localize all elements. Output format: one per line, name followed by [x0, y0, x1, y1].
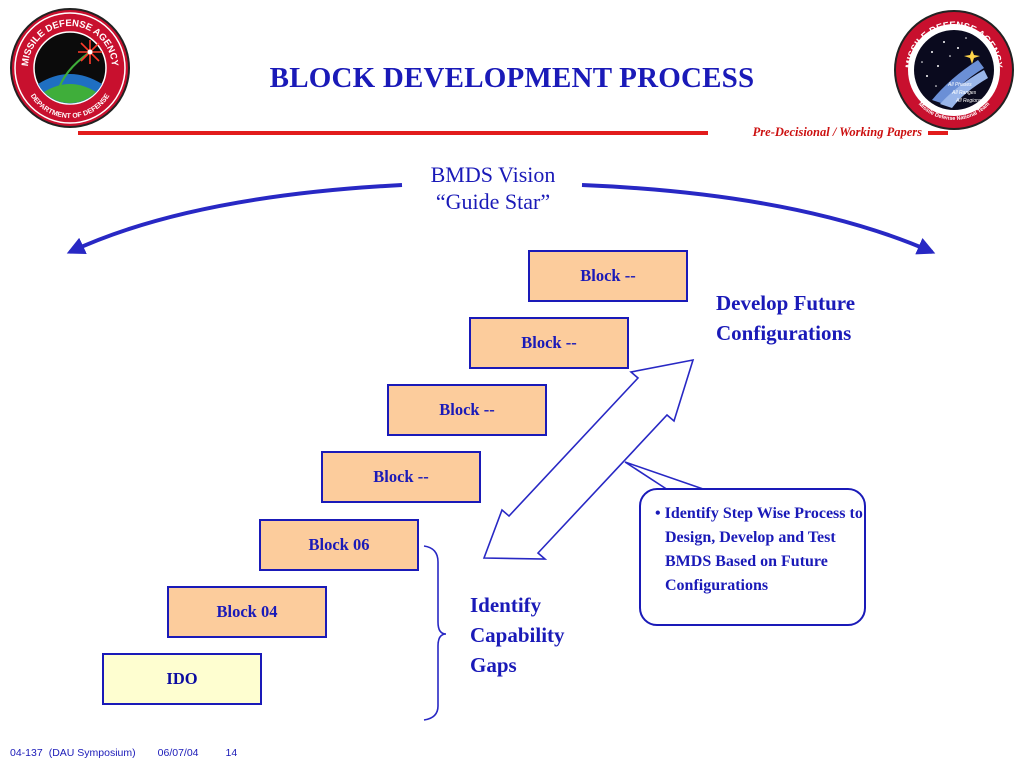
guide-star-arc-left — [66, 183, 403, 255]
footer-doc-id: 04-137 — [10, 747, 43, 759]
classification-label: Pre-Decisional / Working Papers — [752, 125, 922, 139]
footer-date: 06/07/04 — [157, 747, 199, 759]
header-rule-right — [928, 131, 948, 135]
develop-future-line-1: Develop Future — [716, 291, 856, 315]
block-04: Block 04 — [167, 586, 327, 638]
block-ido: IDO — [102, 653, 262, 705]
capability-gaps-brace — [423, 545, 447, 721]
vision-line-2: “Guide Star” — [435, 189, 551, 214]
footer: 04-137 (DAU Symposium) 06/07/04 14 — [10, 747, 237, 759]
header-rule-left — [78, 131, 708, 135]
page-title: BLOCK DEVELOPMENT PROCESS — [269, 62, 755, 94]
block-06: Block 06 — [259, 519, 419, 571]
mda-dod-logo: MISSILE DEFENSE AGENCY DEPARTMENT OF DEF… — [10, 8, 130, 128]
gaps-line-2: Capability — [470, 623, 565, 647]
footer-page-number: 14 — [225, 747, 238, 759]
block-step-7: Block -- — [528, 250, 688, 302]
develop-future-line-2: Configurations — [716, 321, 852, 345]
bmds-vision-label: BMDS Vision “Guide Star” — [380, 161, 606, 215]
gaps-line-3: Gaps — [470, 653, 517, 677]
guide-star-arc-right — [581, 183, 936, 255]
gaps-line-1: Identify — [470, 593, 542, 617]
callout-text: • Identify Step Wise Process to Design, … — [655, 505, 863, 594]
mda-national-team-logo: All Phases All Ranges All Regions MISSIL… — [894, 10, 1014, 130]
block-step-6: Block -- — [469, 317, 629, 369]
callout-pointer — [624, 461, 707, 491]
callout-box — [639, 488, 866, 626]
vision-line-1: BMDS Vision — [430, 162, 556, 187]
svg-text:All Regions: All Regions — [955, 98, 982, 104]
svg-text:All Phases: All Phases — [947, 82, 972, 88]
capability-gaps-label: Identify Capability Gaps — [470, 590, 610, 680]
double-headed-arrow — [482, 358, 695, 560]
block-step-5: Block -- — [387, 384, 547, 436]
block-step-4: Block -- — [321, 451, 481, 503]
svg-text:All Ranges: All Ranges — [951, 90, 977, 96]
develop-future-label: Develop Future Configurations — [716, 288, 916, 348]
footer-event: (DAU Symposium) — [48, 747, 136, 759]
